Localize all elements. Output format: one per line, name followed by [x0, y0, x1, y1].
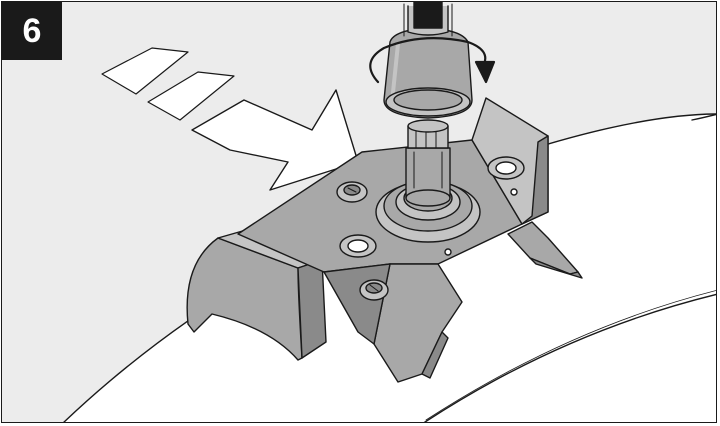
motion-stripes — [101, 47, 235, 121]
rotation-arrow-icon — [369, 37, 496, 84]
hinge-shaft — [405, 119, 451, 207]
step-number-badge: 6 — [2, 2, 62, 60]
screw-icon — [336, 181, 389, 301]
mounting-holes — [339, 156, 525, 258]
screwdriver-socket — [383, 2, 473, 119]
